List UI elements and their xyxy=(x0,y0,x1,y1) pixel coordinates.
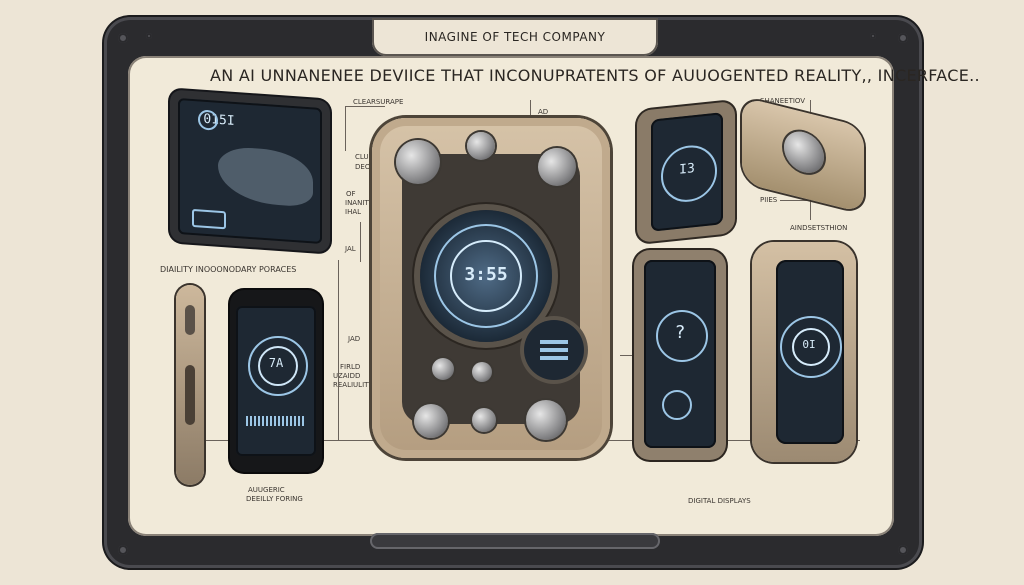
rugged-screen: 0I xyxy=(776,260,844,444)
stylus-grip xyxy=(185,365,195,425)
screw-icon xyxy=(870,33,876,39)
stylus-button xyxy=(185,305,195,335)
annotation-label: AINDSETSTHION xyxy=(790,224,848,232)
phone-device: 7A xyxy=(230,290,322,472)
sensor-knob xyxy=(467,132,495,160)
leader-line xyxy=(345,106,346,151)
annotation-label: IHAL xyxy=(345,208,362,216)
phone-device: ? xyxy=(634,250,726,460)
tablet-device: 015I xyxy=(170,89,330,253)
screw-icon xyxy=(118,545,128,555)
holo-ring-icon xyxy=(662,390,692,420)
holo-ring-icon xyxy=(198,109,218,131)
annotation-label: DEEILLY FORING xyxy=(246,495,303,503)
holo-display: 3:55 xyxy=(420,210,552,342)
stylus-device xyxy=(176,285,204,485)
screw-icon xyxy=(146,33,152,39)
sensor-knob xyxy=(538,148,576,186)
menu-dial[interactable] xyxy=(524,320,584,380)
holo-ring-icon xyxy=(434,224,538,328)
leader-line xyxy=(620,355,640,356)
annotation-label: AUUGERIC xyxy=(248,486,285,494)
headline: AN AI UNNANENEE DEVIICE THAT INCONUPRATE… xyxy=(210,66,980,85)
holo-ring-icon xyxy=(792,328,830,366)
phone-screen: ? xyxy=(644,260,716,448)
menu-line-icon xyxy=(540,348,568,352)
rugged-device: 0I xyxy=(752,242,856,462)
control-button[interactable] xyxy=(526,400,566,440)
rugged-readout: 0I xyxy=(802,338,816,351)
holo-ring-icon xyxy=(450,240,522,312)
title-plate xyxy=(372,18,658,56)
tablet-device: I3 xyxy=(637,100,735,244)
annotation-label: JAL xyxy=(345,245,356,253)
annotation-label: AD xyxy=(538,108,549,116)
annotation-label: SHANEETIOV xyxy=(760,97,806,105)
screw-icon xyxy=(898,545,908,555)
leader-line xyxy=(780,200,810,201)
holo-ring-icon xyxy=(248,336,308,396)
screw-icon xyxy=(898,33,908,43)
menu-line-icon xyxy=(540,340,568,344)
annotation-label: JAD xyxy=(348,335,361,343)
leader-line xyxy=(360,222,361,262)
annotation-label: CLEARSURAPE xyxy=(353,98,404,106)
creature-graphic xyxy=(218,145,313,208)
annotation-label: DIGITAL DISPLAYS xyxy=(688,497,751,505)
leader-line xyxy=(560,116,585,117)
annotation-label: CLUID xyxy=(355,153,377,161)
wave-icon xyxy=(192,208,226,230)
bottom-handle xyxy=(370,533,660,549)
control-button[interactable] xyxy=(472,362,492,382)
annotation-label: REALIULITY xyxy=(333,381,373,389)
annotation-label: INANITTED xyxy=(345,199,383,207)
holo-ring-icon xyxy=(656,310,708,362)
screw-icon xyxy=(118,33,128,43)
leader-line xyxy=(338,260,339,440)
menu-line-icon xyxy=(540,356,568,360)
holo-ring-icon xyxy=(258,346,298,386)
annotation-label: FIRLD xyxy=(340,363,361,371)
main-clock: 3:55 xyxy=(464,264,508,285)
control-button[interactable] xyxy=(414,404,448,438)
barcode-graphic xyxy=(246,416,306,426)
phone-readout: 7A xyxy=(268,356,284,370)
tablet-screen: I3 xyxy=(651,112,723,232)
holo-ring-icon xyxy=(780,316,842,378)
leader-line xyxy=(345,106,385,107)
control-button[interactable] xyxy=(432,358,454,380)
annotation-label: DIAILITY INOOONODARY PORACES xyxy=(160,265,297,274)
annotation-label: UZAIDD xyxy=(333,372,361,380)
annotation-label: PIIES xyxy=(760,196,778,204)
tablet-screen: 015I xyxy=(178,97,322,245)
camera-lens-icon xyxy=(784,127,824,178)
phone-screen: 7A xyxy=(236,306,316,456)
company-title: INAGINE OF TECH COMPANY xyxy=(424,30,606,44)
sensor-knob xyxy=(396,140,440,184)
phone-readout: ? xyxy=(674,322,686,343)
annotation-label: OF xyxy=(346,190,356,198)
control-button[interactable] xyxy=(472,408,496,432)
main-ar-device: 3:55 xyxy=(372,118,610,458)
